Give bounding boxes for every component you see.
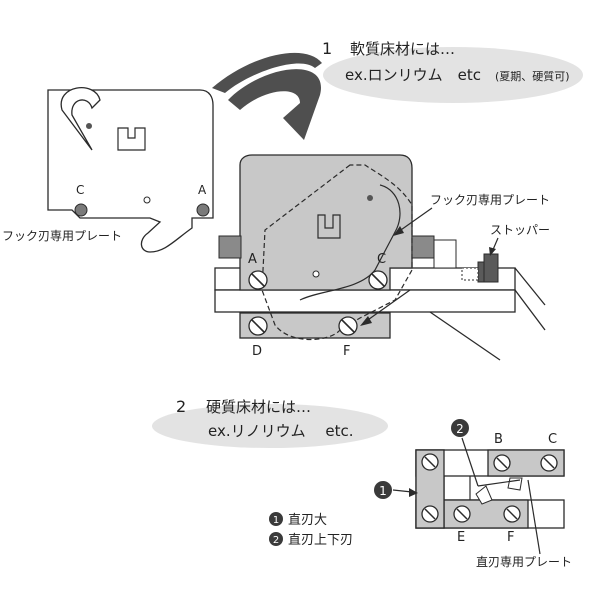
section1-bubble [323, 47, 583, 103]
right-support [433, 239, 457, 269]
s2-screw-b [493, 454, 511, 472]
section1-title: 軟質床材には… [350, 40, 455, 58]
main-plate [239, 154, 413, 291]
marker-1 [374, 481, 392, 499]
marker-2 [451, 419, 469, 437]
hole-center-main [312, 270, 320, 278]
legend: 1 直刃大 2 直刃上下刃 [269, 512, 353, 548]
s2-screw-e [453, 505, 471, 523]
s2-screw-2 [421, 505, 439, 523]
section2-title: 硬質床材には… [206, 398, 311, 416]
section2-number: 2 [176, 397, 186, 416]
hook-plate-label-right: フック刃専用プレート [430, 193, 550, 207]
s2-screw-c [540, 454, 558, 472]
section1-number: 1 [322, 39, 332, 58]
hook-plate-slot-main [317, 214, 341, 239]
marker-1-text: 1 [379, 484, 387, 498]
leader-hook-plate [397, 207, 433, 233]
label-a: A [248, 252, 257, 267]
leader-marker-2b [477, 479, 521, 487]
left-block [218, 235, 242, 259]
leader-marker-2 [461, 437, 479, 487]
right-block [411, 235, 435, 259]
leader-marker-1 [392, 489, 413, 493]
hook-plate-slot [117, 127, 146, 151]
straight-plate-label: 直刃専用プレート [476, 555, 572, 569]
legend-marker-2-text: 2 [273, 535, 279, 546]
screw-a [248, 270, 268, 290]
label-b: B [494, 432, 503, 447]
leader-bottom [364, 289, 411, 323]
hook-inner-curve [299, 184, 401, 301]
section1-example-note: (夏期、硬質可) [495, 69, 570, 83]
leader-bottom-head [360, 316, 372, 326]
label-c: C [377, 252, 386, 267]
label-e: E [457, 530, 465, 545]
label-small-a: A [198, 183, 207, 197]
hook-plate-label-left: フック刃専用プレート [2, 229, 122, 243]
section2-callout: 2 硬質床材には… ex.リノリウム etc. [152, 397, 388, 448]
section1-example: ex.ロンリウム etc [345, 66, 481, 84]
s2-screw-f [503, 505, 521, 523]
hook-plate-outline [47, 89, 214, 253]
hook-plate-dashed [261, 164, 413, 341]
screw-mark-small [86, 123, 92, 129]
rail-slope-2 [514, 289, 546, 331]
section1-callout: 1 軟質床材には… ex.ロンリウム etc (夏期、硬質可) [322, 39, 583, 103]
label-small-c: C [76, 183, 84, 197]
label-s2-c: C [548, 432, 557, 447]
legend-marker-1 [269, 512, 283, 526]
lower-rail [214, 289, 516, 313]
section2-example: ex.リノリウム etc. [208, 422, 354, 440]
leader-hook-plate-head [393, 226, 404, 236]
legend-marker-1-text: 1 [273, 515, 279, 526]
hook-plate-notch [60, 87, 101, 151]
curved-arrow-body [228, 69, 321, 140]
rail-slope-1 [429, 311, 501, 361]
stopper-label: ストッパー [490, 223, 550, 237]
hole-a-small [196, 203, 210, 217]
section2-bubble [152, 404, 388, 448]
screw-d [248, 316, 268, 336]
hook-plate-small: C A フック刃専用プレート [2, 87, 214, 253]
straight-blade-assembly: B C E F 1 2 直刃専用プレート [374, 419, 572, 569]
legend-marker-2 [269, 532, 283, 546]
leader-straight-plate [527, 479, 541, 555]
legend-item-1: 直刃大 [288, 513, 327, 528]
hole-c-small [74, 203, 88, 217]
s2-screw-1 [421, 453, 439, 471]
cutter-assembly: A C D F ストッパー フック刃専用プレート [214, 154, 550, 361]
rail-slope-3 [514, 267, 546, 306]
hole-center-small [143, 196, 151, 204]
label-f: F [343, 344, 350, 359]
screw-c [368, 270, 388, 290]
curved-arrow [212, 52, 322, 93]
label-s2-f: F [507, 530, 514, 545]
marker-2-text: 2 [456, 422, 464, 436]
s2-blade-upper [475, 485, 493, 505]
stopper [461, 237, 499, 283]
legend-item-2: 直刃上下刃 [288, 533, 353, 548]
screw-mark-main [367, 195, 373, 201]
screw-f [338, 316, 358, 336]
label-d: D [252, 344, 262, 359]
